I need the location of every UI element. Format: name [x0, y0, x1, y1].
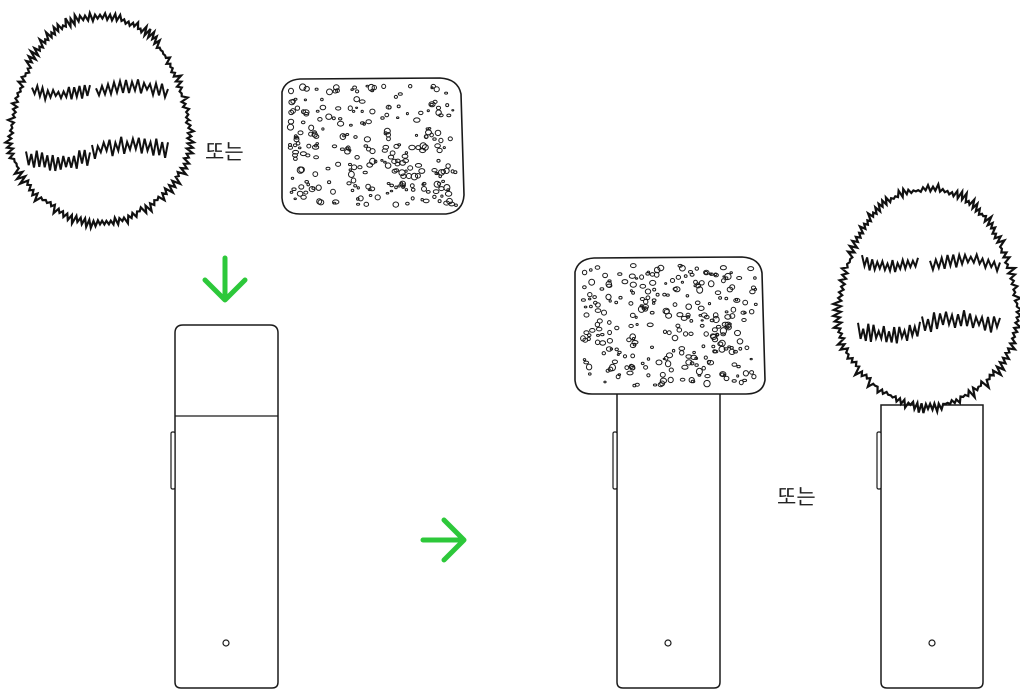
furry-windscreen-top-left: [2, 9, 197, 232]
microphone-with-fur: [829, 180, 1020, 689]
foam-windscreen-top: [281, 77, 465, 215]
or-label-top: 또는: [205, 140, 244, 164]
microphone-with-foam: [574, 256, 766, 689]
microphone-left: [170, 324, 279, 689]
arrow-right-icon: [420, 517, 467, 563]
or-label-bottom: 또는: [777, 485, 816, 509]
arrow-down-icon: [202, 255, 248, 303]
furry-windscreen-right: [829, 180, 1020, 416]
